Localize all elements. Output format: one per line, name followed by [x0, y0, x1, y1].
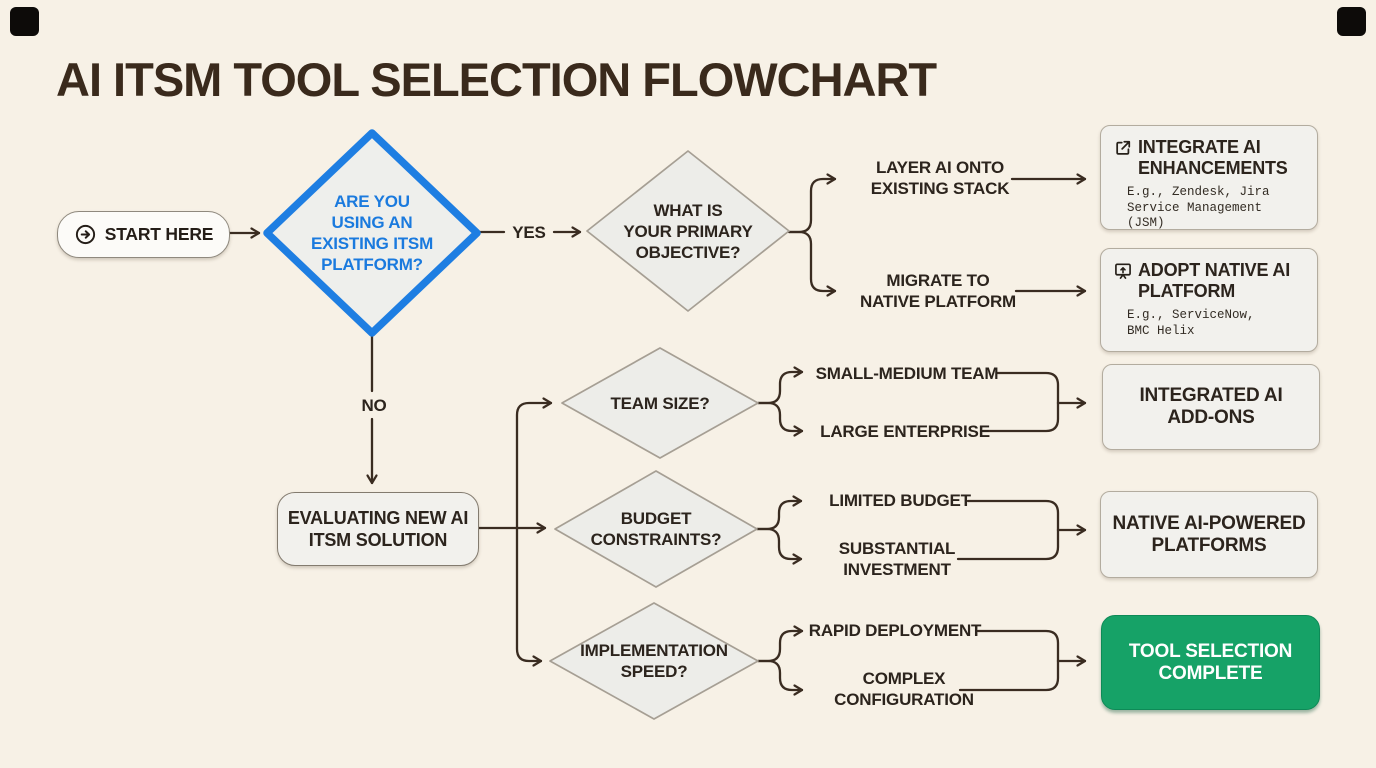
outcome-native-box: NATIVE AI-POWERED PLATFORMS	[1100, 491, 1318, 578]
connector-limited-merge	[966, 499, 1060, 532]
branch-label-large-enterprise: LARGE ENTERPRISE	[820, 422, 990, 441]
diamond-shape	[554, 470, 758, 588]
connector-objective-to-layer	[787, 173, 837, 234]
corner-mark-right	[1337, 7, 1366, 36]
outcome-integrate-title: INTEGRATE AI ENHANCEMENTS	[1138, 137, 1288, 178]
connector-complex-merge	[958, 659, 1060, 692]
corner-mark-left	[10, 7, 39, 36]
outcome-adopt-box: ADOPT NATIVE AI PLATFORM E.g., ServiceNo…	[1100, 248, 1318, 352]
arrow-right-circle-icon	[75, 224, 95, 245]
branch-label-layer-ai: LAYER AI ONTO EXISTING STACK	[870, 158, 1010, 198]
connector-trunk-to-speed	[515, 526, 543, 667]
decision-team-size: TEAM SIZE?	[558, 344, 762, 462]
edge-label-yes: YES	[512, 223, 546, 242]
connector-budget-to-substantial	[755, 527, 803, 565]
branch-label-migrate: MIGRATE TO NATIVE PLATFORM	[860, 271, 1016, 311]
process-evaluating-box: EVALUATING NEW AI ITSM SOLUTION	[277, 492, 479, 566]
connector-team-to-large	[756, 401, 804, 437]
diamond-shape	[263, 129, 481, 337]
outcome-adopt-subtitle: E.g., ServiceNow, BMC Helix	[1127, 308, 1255, 338]
connector-trunk-to-team-size	[515, 397, 553, 530]
decision-budget-text: BUDGET CONSTRAINTS?	[590, 509, 722, 549]
start-label: START HERE	[104, 224, 214, 244]
branch-label-complex-configuration: COMPLEX CONFIGURATION	[834, 669, 974, 709]
start-node: START HERE	[57, 211, 230, 258]
branch-label-rapid-deployment: RAPID DEPLOYMENT	[808, 621, 982, 640]
external-link-icon	[1116, 140, 1131, 155]
outcome-integrate-subtitle: E.g., Zendesk, Jira Service Management (…	[1127, 185, 1270, 230]
connector-large-merge	[981, 401, 1060, 433]
page-title: AI ITSM TOOL SELECTION FLOWCHART	[56, 53, 937, 106]
outcome-complete-box: TOOL SELECTION COMPLETE	[1101, 615, 1320, 710]
connector-budget-to-limited	[755, 495, 803, 531]
branch-label-substantial-investment: SUBSTANTIAL INVESTMENT	[838, 539, 956, 579]
connector-small-merge	[995, 371, 1060, 405]
decision-existing-platform-text: ARE YOU USING AN EXISTING ITSM PLATFORM?	[310, 192, 434, 274]
decision-budget: BUDGET CONSTRAINTS?	[551, 467, 761, 591]
edge-label-no: NO	[361, 396, 387, 415]
decision-primary-objective: WHAT IS YOUR PRIMARY OBJECTIVE?	[583, 147, 793, 315]
decision-existing-platform: ARE YOU USING AN EXISTING ITSM PLATFORM?	[259, 125, 485, 341]
connector-speed-to-complex	[756, 659, 804, 696]
connector-substantial-merge	[956, 528, 1060, 561]
connector-team-to-small	[756, 366, 804, 405]
outcome-adopt-title: ADOPT NATIVE AI PLATFORM	[1138, 260, 1291, 301]
diamond-shape	[561, 347, 759, 459]
branch-label-small-team: SMALL-MEDIUM TEAM	[815, 364, 999, 383]
connector-objective-to-migrate	[787, 230, 837, 297]
diamond-shape	[586, 150, 790, 312]
connector-speed-to-rapid	[756, 625, 804, 663]
decision-team-size-text: TEAM SIZE?	[610, 393, 710, 413]
outcome-integrate-box: INTEGRATE AI ENHANCEMENTS E.g., Zendesk,…	[1100, 125, 1318, 230]
branch-label-limited-budget: LIMITED BUDGET	[829, 491, 971, 510]
decision-primary-objective-text: WHAT IS YOUR PRIMARY OBJECTIVE?	[623, 200, 753, 262]
outcome-addons-box: INTEGRATED AI ADD-ONS	[1102, 364, 1320, 450]
decision-speed: IMPLEMENTATION SPEED?	[546, 599, 762, 723]
decision-speed-text: IMPLEMENTATION SPEED?	[580, 641, 728, 681]
diamond-shape	[549, 602, 759, 720]
connector-rapid-merge	[976, 629, 1060, 663]
screen-share-icon	[1115, 263, 1131, 279]
